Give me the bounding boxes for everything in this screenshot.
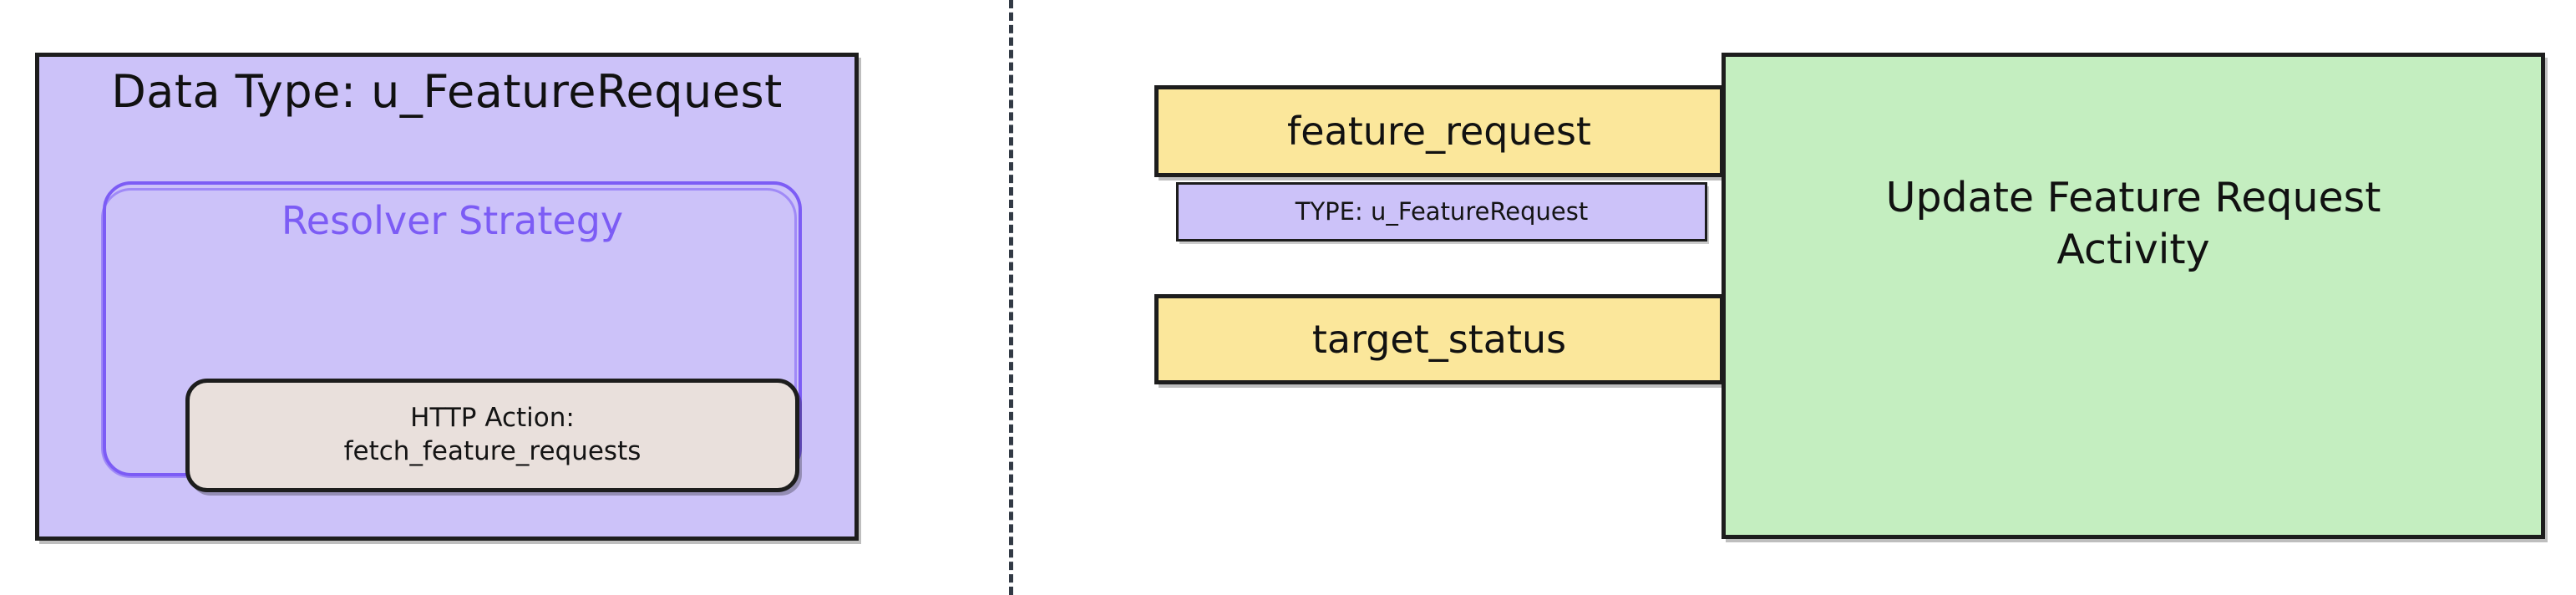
param-type-badge-label: TYPE: u_FeatureRequest	[1295, 196, 1589, 226]
fetch-action-line2: fetch_feature_requests	[343, 436, 641, 466]
activity-title: Update Feature Request Activity	[1759, 172, 2508, 275]
update-feature-request-activity-panel[interactable]: Update Feature Request Activity HTTP Act…	[1722, 53, 2545, 539]
vertical-dashed-divider	[1009, 0, 1013, 595]
fetch-action-text: HTTP Action: fetch_feature_requests	[332, 402, 653, 468]
data-type-title: Data Type: u_FeatureRequest	[111, 65, 783, 118]
fetch-feature-requests-action[interactable]: HTTP Action: fetch_feature_requests	[185, 379, 799, 492]
param-feature-request-label: feature_request	[1287, 108, 1591, 154]
param-feature-request-type-badge[interactable]: TYPE: u_FeatureRequest	[1176, 182, 1707, 242]
fetch-action-line1: HTTP Action:	[410, 403, 575, 434]
param-target-status-label: target_status	[1311, 316, 1567, 362]
param-feature-request[interactable]: feature_request	[1154, 85, 1724, 177]
data-type-panel[interactable]: Data Type: u_FeatureRequest Resolver Str…	[35, 53, 859, 541]
activity-title-line1: Update Feature Request	[1885, 174, 2381, 221]
resolver-strategy-label: Resolver Strategy	[281, 198, 624, 243]
activity-title-line2: Activity	[2056, 225, 2210, 273]
param-target-status[interactable]: target_status	[1154, 294, 1724, 384]
